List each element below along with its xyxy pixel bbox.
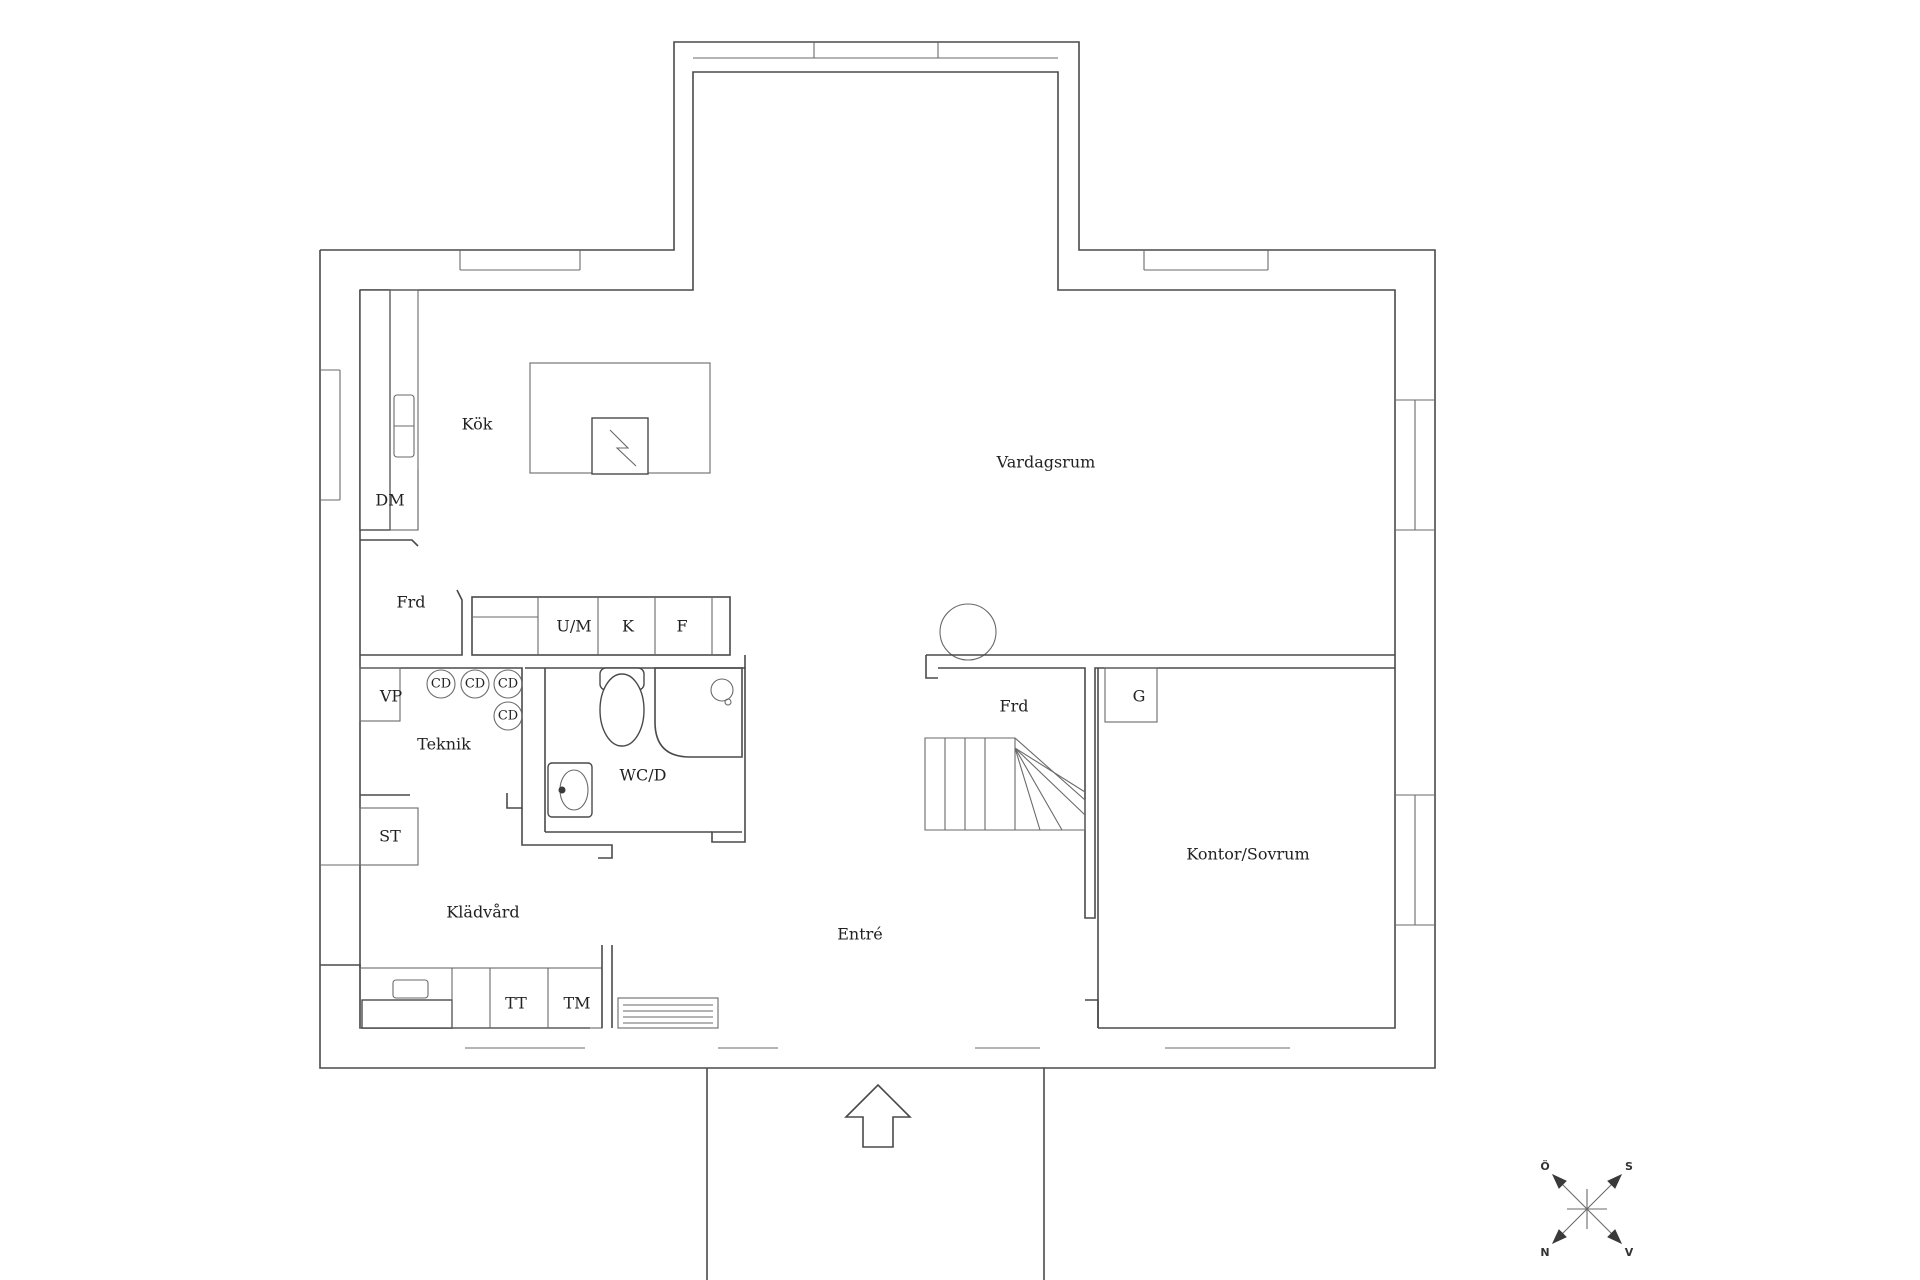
- appliance-cabinets: [471, 596, 731, 656]
- staircase: [924, 737, 1086, 831]
- room-label-teknik: Teknik: [417, 735, 471, 754]
- room-label-frd-kitchen: Frd: [397, 593, 426, 612]
- room-label-entre: Entré: [837, 925, 883, 944]
- fixture-label-tm: TM: [563, 994, 590, 1013]
- stair-hall-walls: [925, 603, 1395, 1028]
- fixture-label-st: ST: [379, 827, 401, 846]
- central-vacuum-units: [426, 669, 523, 731]
- compass-label-o: Ö: [1540, 1159, 1549, 1173]
- room-label-kontor: Kontor/Sovrum: [1186, 845, 1309, 864]
- kitchen-island: [529, 362, 711, 475]
- fixture-label-cd-4: CD: [498, 709, 518, 724]
- room-label-frd-stair: Frd: [1000, 697, 1029, 716]
- entrance-porch: [706, 1067, 1044, 1280]
- compass-label-n: N: [1540, 1246, 1549, 1259]
- compass-label-s: S: [1625, 1160, 1633, 1173]
- fixture-label-dm: DM: [375, 491, 404, 510]
- compass-label-v: V: [1625, 1246, 1634, 1259]
- toilet-icon: [599, 667, 645, 747]
- shower-icon: [654, 667, 743, 758]
- fixture-label-cd-1: CD: [431, 677, 451, 692]
- fixture-label-g: G: [1133, 687, 1146, 706]
- shoe-rack: [617, 997, 719, 1029]
- compass-rose-icon: [1551, 1173, 1623, 1245]
- fixture-label-cd-3: CD: [498, 677, 518, 692]
- room-label-kok: Kök: [462, 415, 493, 434]
- teknik-room-walls: [320, 667, 523, 866]
- fixture-label-k: K: [622, 617, 635, 636]
- sink-icon: [547, 762, 593, 818]
- room-label-wcd: WC/D: [620, 766, 667, 785]
- laundry-counter: [320, 945, 613, 1029]
- room-label-kladvard: Klädvård: [446, 903, 519, 922]
- entrance-arrow-icon: [844, 1083, 912, 1148]
- fixture-label-f: F: [676, 617, 687, 636]
- fixture-label-vp: VP: [379, 687, 403, 706]
- exterior-walls: [319, 41, 1436, 1280]
- fixture-label-cd-2: CD: [465, 677, 485, 692]
- fixture-label-um: U/M: [556, 617, 591, 636]
- pantry-walls: [360, 539, 463, 656]
- fixture-label-tt: TT: [505, 994, 527, 1013]
- room-label-vardagsrum: Vardagsrum: [996, 453, 1096, 472]
- kitchen-counter: [359, 289, 419, 531]
- stove-icon: [591, 417, 649, 475]
